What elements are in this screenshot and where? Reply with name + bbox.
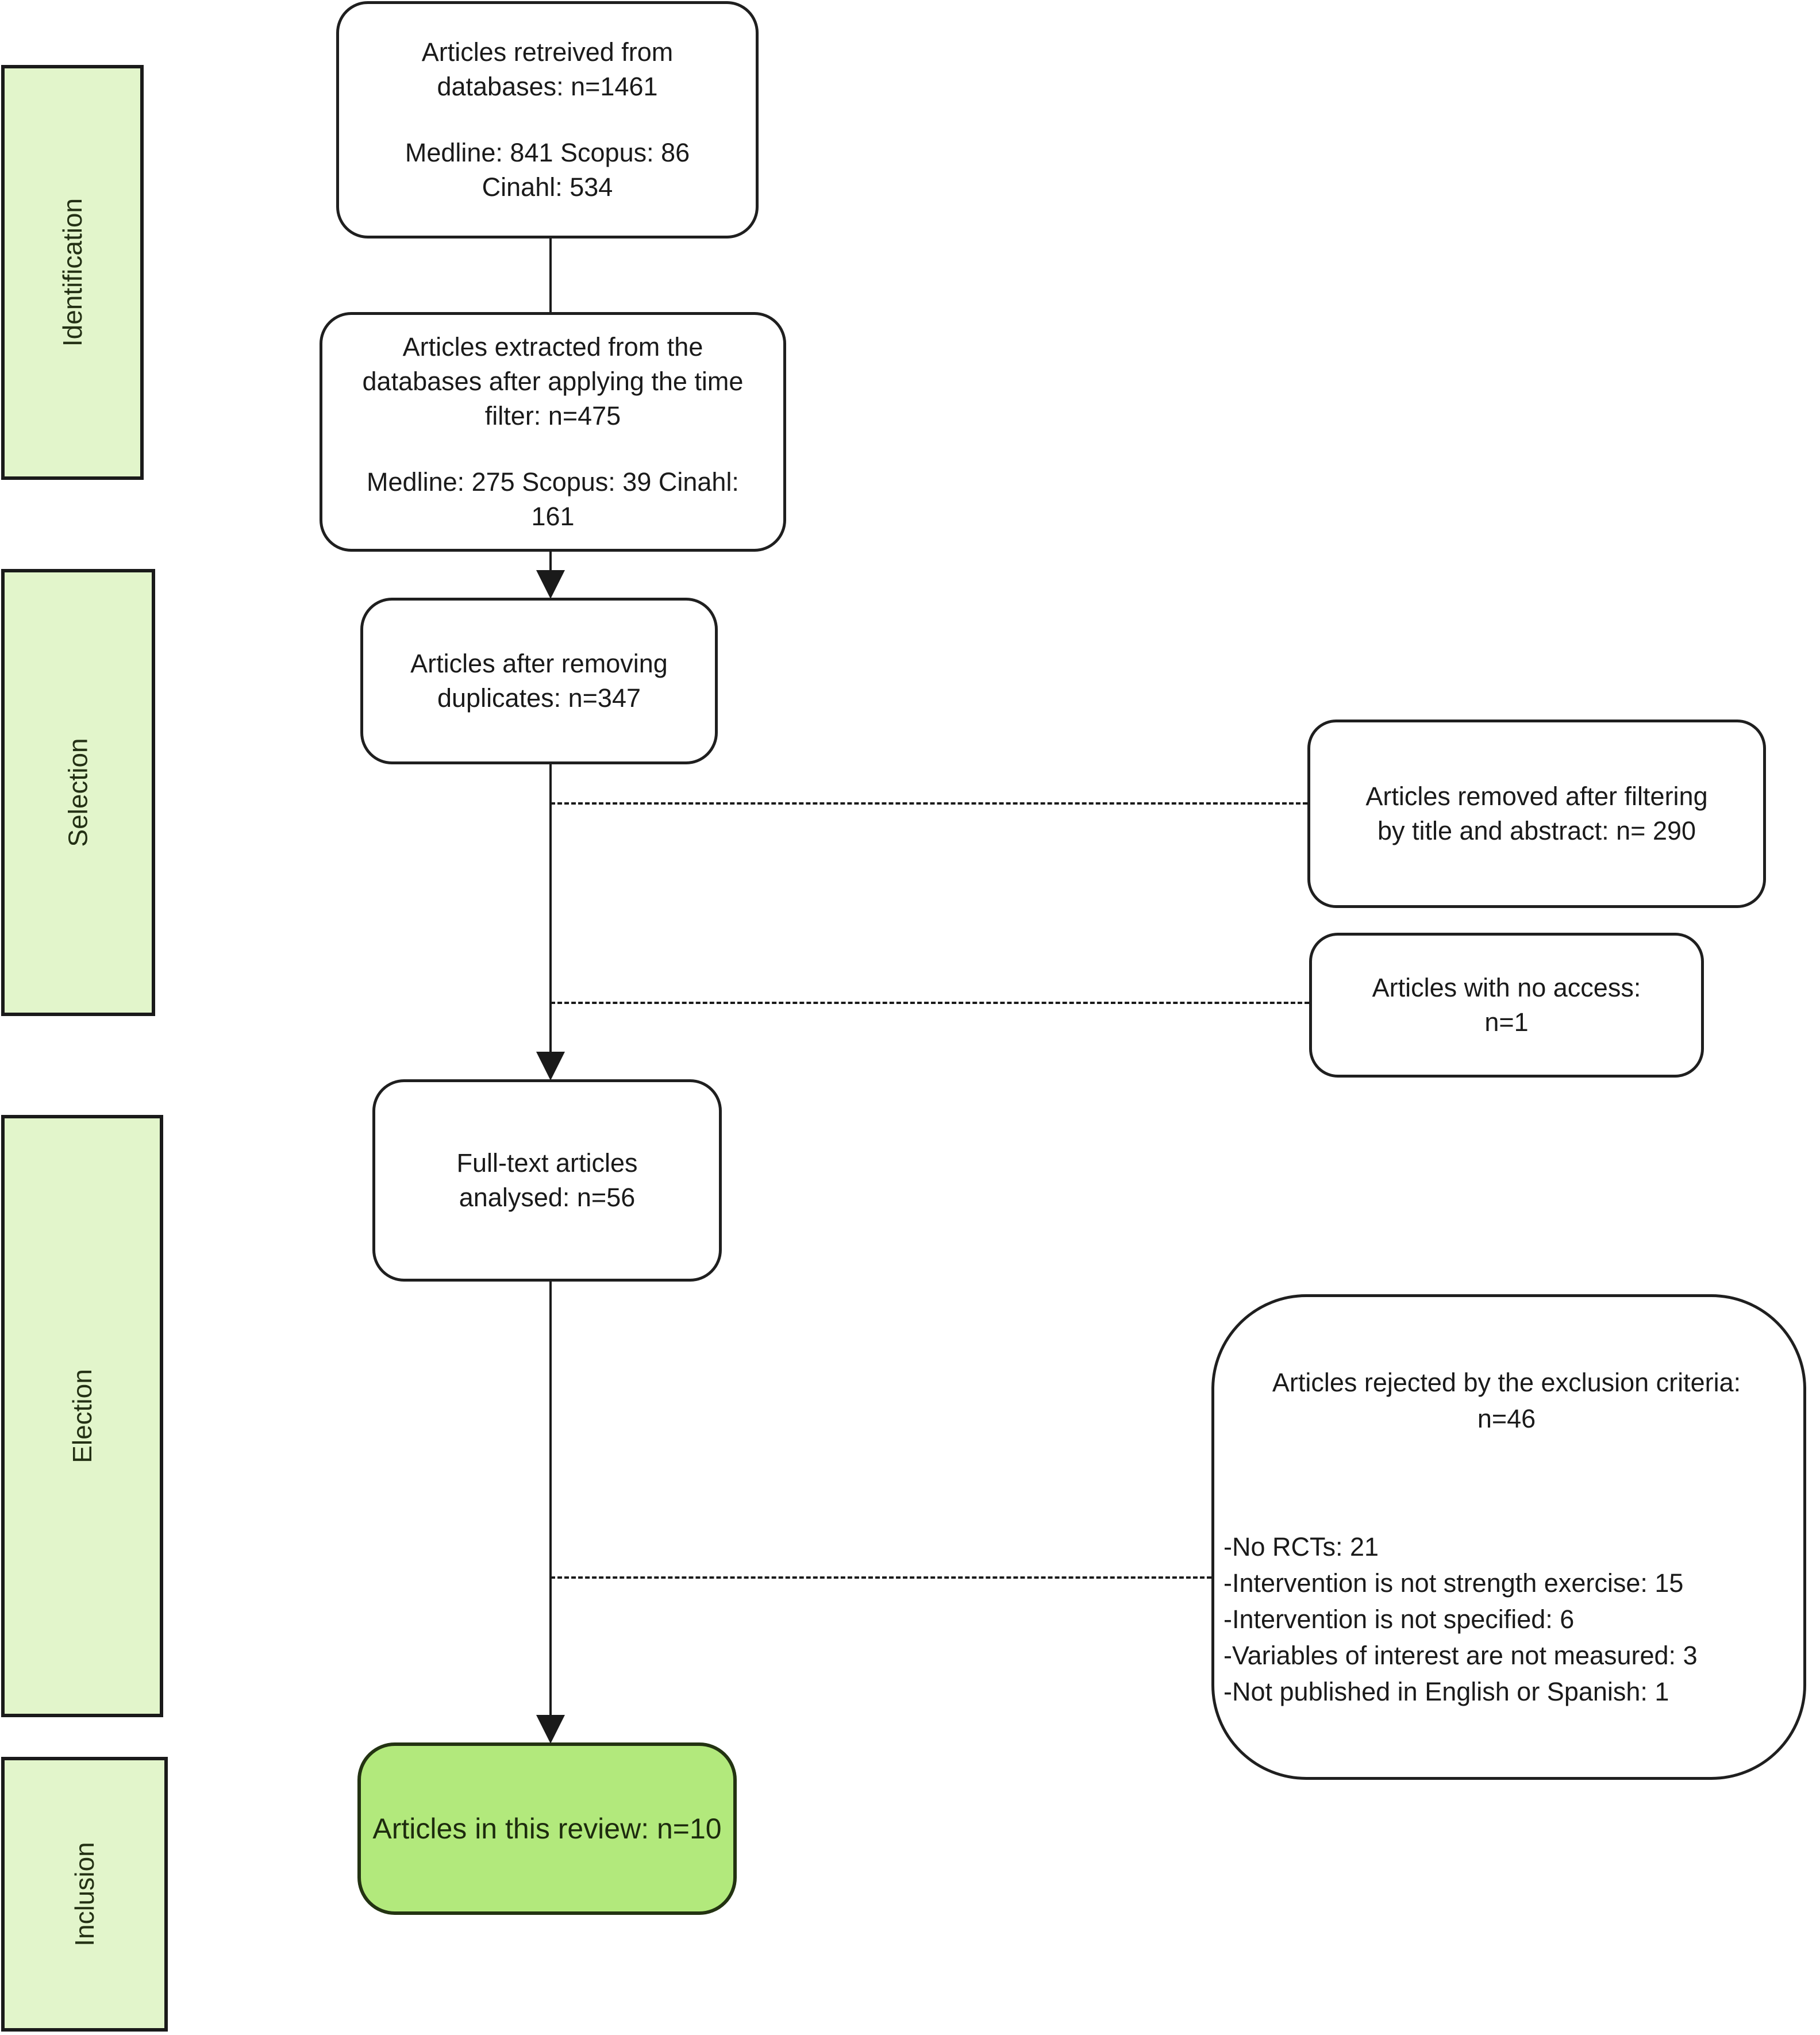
time-filter-line: Medline: 275 Scopus: 39 Cinahl: (367, 467, 739, 497)
time-filter-line: filter: n=475 (484, 401, 621, 430)
no-access-line: n=1 (1484, 1007, 1529, 1037)
time-filter-line: 161 (531, 502, 575, 531)
stage-label-inclusion: Inclusion (1, 1757, 168, 2032)
dashed-connector-no-access (551, 1002, 1309, 1004)
stage-label-election-text: Election (67, 1369, 97, 1463)
retrieved-line: Cinahl: 534 (482, 172, 613, 202)
retrieved-from-databases-box: Articles retreived from databases: n=146… (336, 1, 759, 238)
connector-fulltext-to-included (549, 1282, 552, 1716)
fulltext-line: analysed: n=56 (459, 1183, 636, 1212)
removed-title-abstract-box: Articles removed after filtering by titl… (1307, 720, 1766, 908)
paragraph-gap (1223, 1437, 1790, 1529)
fulltext-line: Full-text articles (456, 1148, 638, 1178)
exclusion-criteria-box: Articles rejected by the exclusion crite… (1211, 1294, 1806, 1780)
stage-label-selection-text: Selection (63, 738, 93, 847)
connector-duplicates-to-fulltext (549, 764, 552, 1053)
exclusion-count: n=46 (1477, 1404, 1536, 1433)
arrowhead-into-included-icon (536, 1715, 565, 1744)
stage-label-identification-text: Identification (57, 198, 87, 347)
exclusion-item: -Not published in English or Spanish: 1 (1223, 1677, 1669, 1706)
retrieved-line: Medline: 841 Scopus: 86 (405, 138, 690, 167)
removed-title-abstract-line: Articles removed after filtering (1365, 782, 1708, 811)
retrieved-line: databases: n=1461 (437, 72, 658, 101)
stage-label-inclusion-text: Inclusion (70, 1842, 99, 1946)
time-filter-line: Articles extracted from the (402, 332, 703, 361)
no-access-box: Articles with no access: n=1 (1309, 933, 1704, 1078)
included-line: Articles in this review: n=10 (372, 1813, 722, 1845)
stage-label-election: Election (1, 1115, 163, 1717)
exclusion-header: Articles rejected by the exclusion crite… (1272, 1368, 1741, 1397)
connector-timefilter-to-duplicates (549, 551, 552, 572)
connector-retrieved-to-timefilter (549, 238, 552, 312)
duplicates-line: Articles after removing (410, 649, 668, 678)
exclusion-item: -Intervention is not strength exercise: … (1223, 1568, 1684, 1598)
time-filter-line: databases after applying the time (362, 367, 744, 396)
removed-title-abstract-line: by title and abstract: n= 290 (1377, 816, 1696, 845)
retrieved-line: Articles retreived from (421, 37, 674, 67)
duplicates-line: duplicates: n=347 (437, 683, 641, 713)
exclusion-item: -No RCTs: 21 (1223, 1532, 1379, 1561)
exclusion-item: -Variables of interest are not measured:… (1223, 1641, 1698, 1670)
exclusion-item: -Intervention is not specified: 6 (1223, 1605, 1575, 1634)
arrowhead-into-duplicates-icon (536, 570, 565, 599)
fulltext-analysed-box: Full-text articles analysed: n=56 (372, 1079, 722, 1282)
included-in-review-box: Articles in this review: n=10 (357, 1742, 737, 1915)
dashed-connector-exclusion (551, 1576, 1211, 1579)
no-access-line: Articles with no access: (1372, 973, 1641, 1002)
time-filter-box: Articles extracted from the databases af… (320, 312, 786, 552)
stage-label-selection: Selection (1, 569, 155, 1016)
stage-label-identification: Identification (1, 65, 144, 480)
arrowhead-into-fulltext-icon (536, 1052, 565, 1080)
duplicates-removed-box: Articles after removing duplicates: n=34… (360, 598, 718, 764)
dashed-connector-title-abstract (551, 802, 1307, 805)
